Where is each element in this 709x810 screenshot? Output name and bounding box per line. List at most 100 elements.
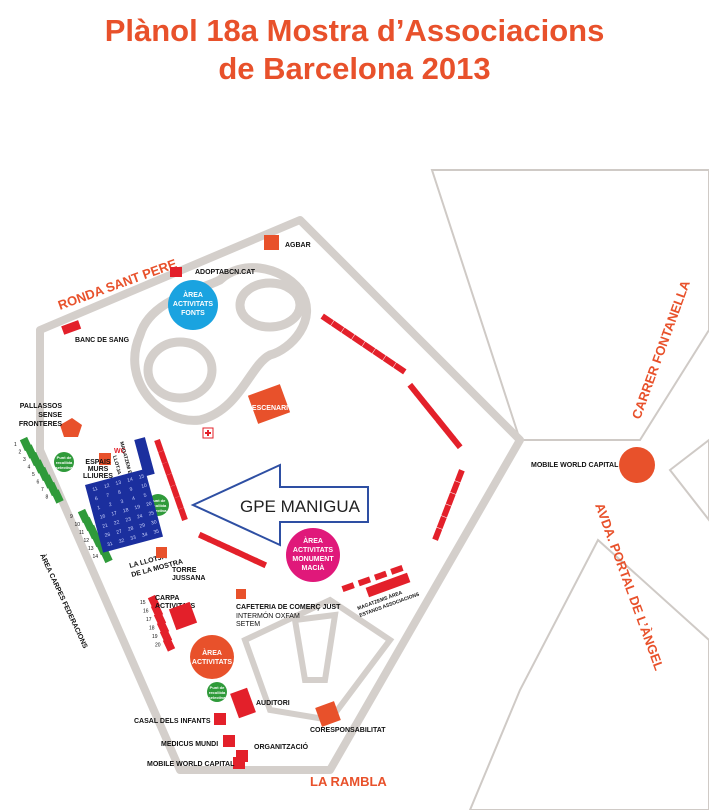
llotja-stall-number: 17 — [111, 510, 118, 517]
label-agbar: AGBAR — [285, 242, 311, 249]
recycle-point-1 — [54, 452, 74, 472]
stand-carpa — [168, 601, 198, 631]
label-wc: WC — [114, 448, 126, 455]
row-sw-stall — [244, 553, 258, 564]
row-west-stall — [158, 450, 168, 464]
row-east-stall — [436, 418, 449, 432]
row-se-stall — [454, 469, 465, 483]
label-pallassos-1: PALLASSOS — [20, 403, 63, 410]
llotja-stall-number: 4 — [132, 496, 136, 503]
row-south-stall — [373, 570, 388, 581]
green-stall-number: 8 — [46, 495, 49, 501]
llotja-stall-number: 24 — [136, 513, 143, 520]
mwc-right-circle — [619, 447, 655, 483]
label-pallassos-3: FRONTERES — [19, 421, 63, 428]
area-monument-line1: ÀREA — [303, 536, 323, 545]
llotja-stall-number: 1 — [97, 505, 101, 512]
label-espais-3: LLIURES — [83, 473, 113, 480]
llotja-stall-number: 27 — [116, 529, 123, 536]
llotja-stall-number: 25 — [148, 510, 155, 517]
row-south-stall — [390, 565, 404, 575]
stand-mwc-bottom — [233, 757, 245, 769]
llotja-stall-number: 2 — [108, 502, 112, 509]
llotja-stall-number: 33 — [130, 535, 137, 542]
row-east-stall — [428, 409, 442, 423]
llotja-stall-number: 10 — [141, 483, 148, 490]
stand-pallassos — [60, 418, 82, 437]
green-stall-number: 12 — [84, 538, 90, 544]
llotja-stall-number: 26 — [104, 532, 111, 539]
row-sw-stall — [235, 549, 249, 560]
row-west-stall — [174, 496, 184, 510]
recycle-point-3 — [207, 682, 227, 702]
block-top-right — [430, 169, 709, 441]
green-stall-number: 13 — [88, 546, 94, 552]
label-area-carpes: ÀREA CARPES FEDERACIONS — [38, 552, 90, 650]
label-cafeteria-1: CAFETERIA DE COMERÇ JUST — [236, 604, 341, 611]
llotja-stall-number: 23 — [125, 516, 132, 523]
llotja-stall-number: 21 — [102, 523, 109, 530]
row-west-stall — [154, 439, 164, 453]
label-banc: BANC DE SANG — [75, 337, 130, 344]
carpa-stall-number: 20 — [155, 643, 161, 649]
carpa-stall-number: 19 — [152, 634, 158, 640]
recycle-point-3-l2: recollida — [209, 690, 226, 695]
row-se-stall — [432, 527, 443, 541]
row-ne-stall — [362, 341, 376, 354]
label-pallassos-2: SENSE — [38, 412, 62, 419]
recycle-point-3-l3: selectiva — [209, 695, 227, 700]
green-stall-number: 6 — [37, 480, 40, 486]
llotja-stall-number: 22 — [113, 519, 120, 526]
label-auditori: AUDITORI — [256, 700, 290, 707]
row-sw-stall — [216, 540, 230, 551]
llotja-stall-number: 7 — [106, 493, 110, 500]
label-organitzacio: ORGANITZACIÓ — [254, 742, 309, 751]
recycle-point-1-l3: selectiva — [56, 465, 74, 470]
recycle-point-1-l1: Punt de — [57, 455, 72, 460]
llotja-stall-number: 13 — [115, 480, 122, 487]
stand-auditori — [230, 687, 256, 719]
row-east-stall — [421, 400, 434, 414]
stand-casal — [214, 713, 226, 725]
green-stall-number: 4 — [28, 465, 31, 471]
recycle-point-2-l2: recollida — [150, 503, 167, 508]
area-fonts-circle — [168, 280, 218, 330]
llotja-stall-number: 32 — [118, 538, 125, 545]
llotja-stall-number: 15 — [138, 473, 145, 480]
block-bottom-right — [468, 538, 709, 810]
carpa-stall-number: 18 — [149, 626, 155, 632]
row-ne-stall — [393, 362, 407, 375]
row-ne-stall — [351, 334, 365, 347]
recycle-point-2-l1: Punt de — [151, 498, 166, 503]
recycle-point-2-l3: selectiva — [150, 508, 168, 513]
stand-banc — [61, 320, 82, 335]
llotja-stall-number: 30 — [150, 519, 157, 526]
gpe-manigua-arrow[interactable] — [190, 463, 369, 547]
row-south-stall — [341, 582, 355, 592]
llotja-stall-number: 8 — [117, 489, 121, 496]
green-stall-number: 3 — [23, 457, 26, 463]
map-title-line2: de Barcelona 2013 — [218, 51, 491, 86]
city-blocks — [430, 169, 709, 810]
row-west-stall — [162, 461, 172, 476]
map-title-line1: Plànol 18a Mostra d’Associacions — [104, 13, 605, 48]
label-coresponsabilitat: CORESPONSABILITAT — [310, 727, 386, 734]
fountain-basin-right — [235, 278, 305, 332]
stand-cafeteria — [236, 589, 246, 599]
row-se-stall — [441, 504, 452, 518]
label-adopta: ADOPTABCN.CAT — [195, 269, 256, 276]
row-west-stall — [166, 473, 176, 487]
area-activitats-line2: ACTIVITATS — [192, 659, 233, 666]
row-se-stall — [445, 492, 456, 506]
fountain-outline — [130, 263, 311, 425]
llotja-stall-number: 16 — [99, 513, 106, 520]
green-stall-number: 1 — [14, 442, 17, 448]
row-ne-stall — [382, 355, 397, 368]
stand-agbar — [264, 235, 279, 250]
label-espais-2: MURS — [88, 466, 109, 473]
row-se-stall — [436, 515, 447, 530]
green-stall-number: 14 — [93, 554, 99, 560]
